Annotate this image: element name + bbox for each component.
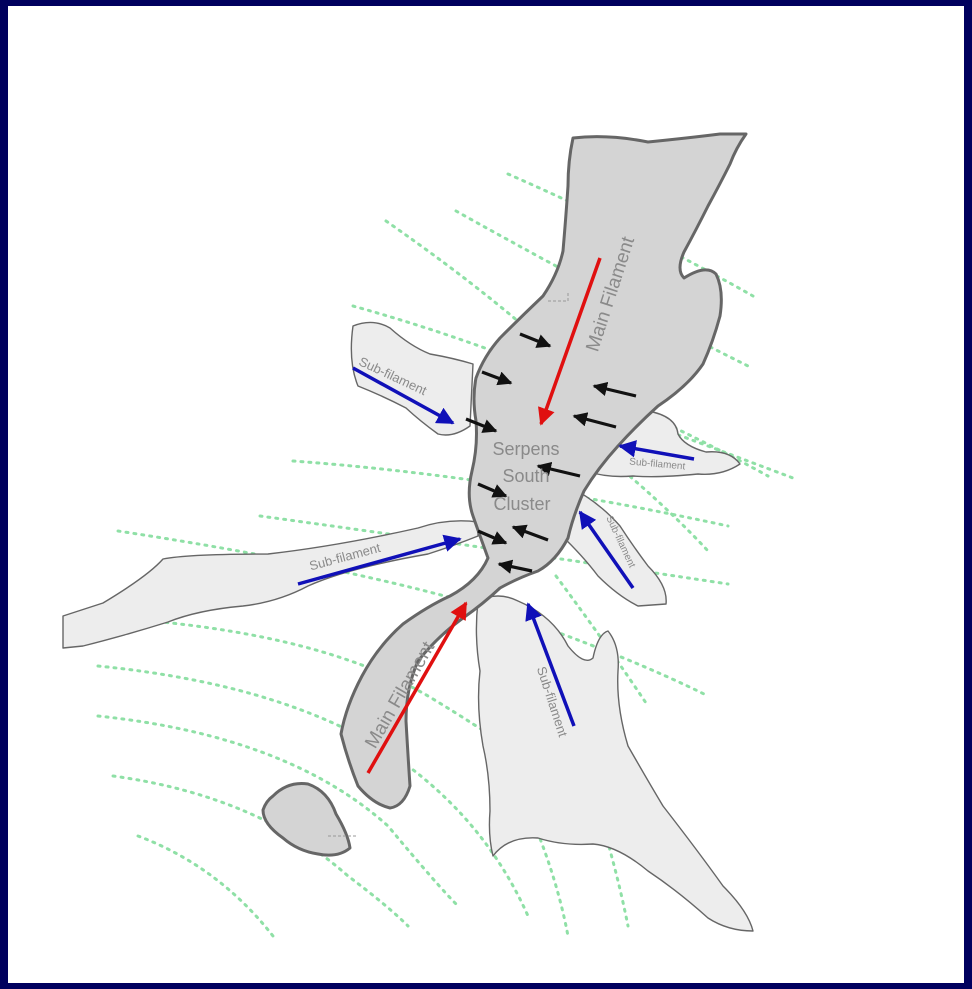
cluster-label-line2: South bbox=[502, 466, 549, 486]
filament-diagram: Serpens South Cluster Main Filament Main… bbox=[8, 6, 964, 983]
cluster-label-line1: Serpens bbox=[492, 439, 559, 459]
diagram-canvas: Serpens South Cluster Main Filament Main… bbox=[8, 6, 964, 983]
cluster-label-line3: Cluster bbox=[493, 494, 550, 514]
